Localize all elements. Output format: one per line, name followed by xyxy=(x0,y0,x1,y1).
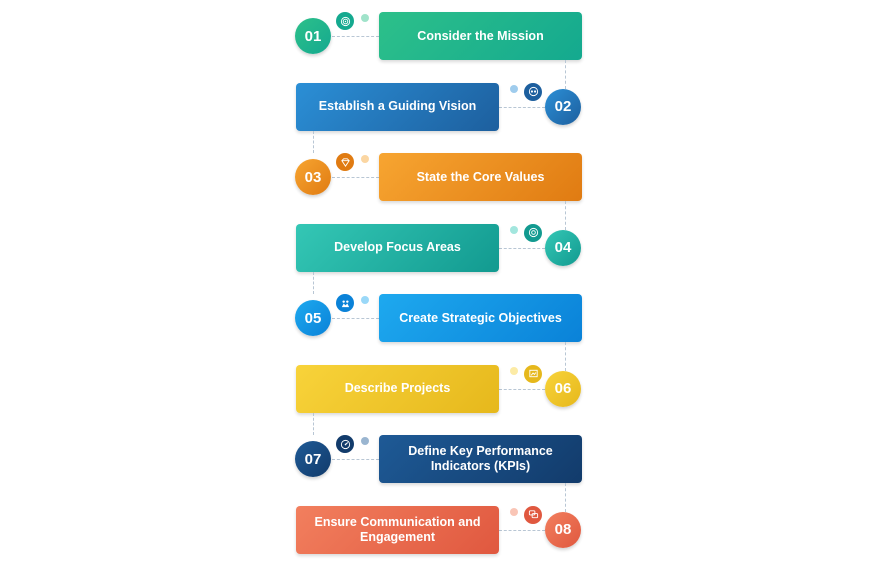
strategy-icon xyxy=(336,294,354,312)
step-08-number-badge: 08 xyxy=(545,511,581,548)
connector-line xyxy=(332,177,379,178)
step-number: 07 xyxy=(304,450,322,468)
decorative-dot xyxy=(361,155,369,163)
vertical-connector xyxy=(565,60,566,89)
connector-line xyxy=(332,36,379,37)
step-number: 06 xyxy=(554,380,572,397)
target-icon xyxy=(336,12,354,30)
step-04-box: Develop Focus Areas xyxy=(296,223,499,272)
decorative-dot xyxy=(510,366,518,375)
step-label: State the Core Values xyxy=(416,169,545,184)
vertical-connector xyxy=(313,412,314,435)
vertical-connector xyxy=(313,271,314,294)
step-number: 01 xyxy=(304,27,322,45)
step-07-number-badge: 07 xyxy=(295,441,331,477)
vertical-connector xyxy=(565,483,566,512)
connector-line xyxy=(499,529,545,531)
step-01-box: Consider the Mission xyxy=(379,12,582,60)
diamond-icon xyxy=(336,153,354,171)
project-icon xyxy=(524,364,542,383)
step-05-number-badge: 05 xyxy=(295,300,331,336)
step-number: 02 xyxy=(554,98,572,115)
decorative-dot xyxy=(510,84,518,93)
chat-icon xyxy=(524,505,542,524)
step-label: Consider the Mission xyxy=(417,28,544,43)
step-label: Ensure Communication and Engagement xyxy=(314,514,481,544)
vertical-connector xyxy=(565,342,566,371)
vertical-connector xyxy=(565,201,566,230)
step-03-box: State the Core Values xyxy=(379,153,582,201)
step-label: Describe Projects xyxy=(344,381,451,395)
connector-line xyxy=(499,247,545,249)
kpi-icon xyxy=(336,435,354,453)
connector-line xyxy=(499,388,545,390)
step-number: 04 xyxy=(554,239,572,256)
decorative-dot xyxy=(510,225,518,234)
step-02-number-badge: 02 xyxy=(545,88,581,125)
decorative-dot xyxy=(361,296,369,304)
step-label: Define Key Performance Indicators (KPIs) xyxy=(408,444,553,473)
step-04-number-badge: 04 xyxy=(545,229,581,266)
step-label: Create Strategic Objectives xyxy=(399,310,562,325)
vision-icon xyxy=(524,82,542,101)
step-06-number-badge: 06 xyxy=(545,370,581,407)
vertical-connector xyxy=(313,130,314,153)
connector-line xyxy=(332,459,379,460)
step-06-box: Describe Projects xyxy=(296,364,499,413)
step-number: 05 xyxy=(304,309,322,327)
step-label: Develop Focus Areas xyxy=(334,240,461,254)
step-05-box: Create Strategic Objectives xyxy=(379,294,582,342)
step-number: 03 xyxy=(304,168,322,186)
step-01-number-badge: 01 xyxy=(295,18,331,54)
connector-line xyxy=(499,106,545,108)
decorative-dot xyxy=(361,14,369,22)
step-03-number-badge: 03 xyxy=(295,159,331,195)
decorative-dot xyxy=(361,437,369,445)
connector-line xyxy=(332,318,379,319)
step-label: Establish a Guiding Vision xyxy=(318,99,477,113)
step-02-box: Establish a Guiding Vision xyxy=(296,82,499,131)
focus-icon xyxy=(524,223,542,242)
step-number: 08 xyxy=(554,521,572,538)
decorative-dot xyxy=(510,507,518,516)
step-07-box: Define Key Performance Indicators (KPIs) xyxy=(379,435,582,483)
step-08-box: Ensure Communication and Engagement xyxy=(296,505,499,554)
